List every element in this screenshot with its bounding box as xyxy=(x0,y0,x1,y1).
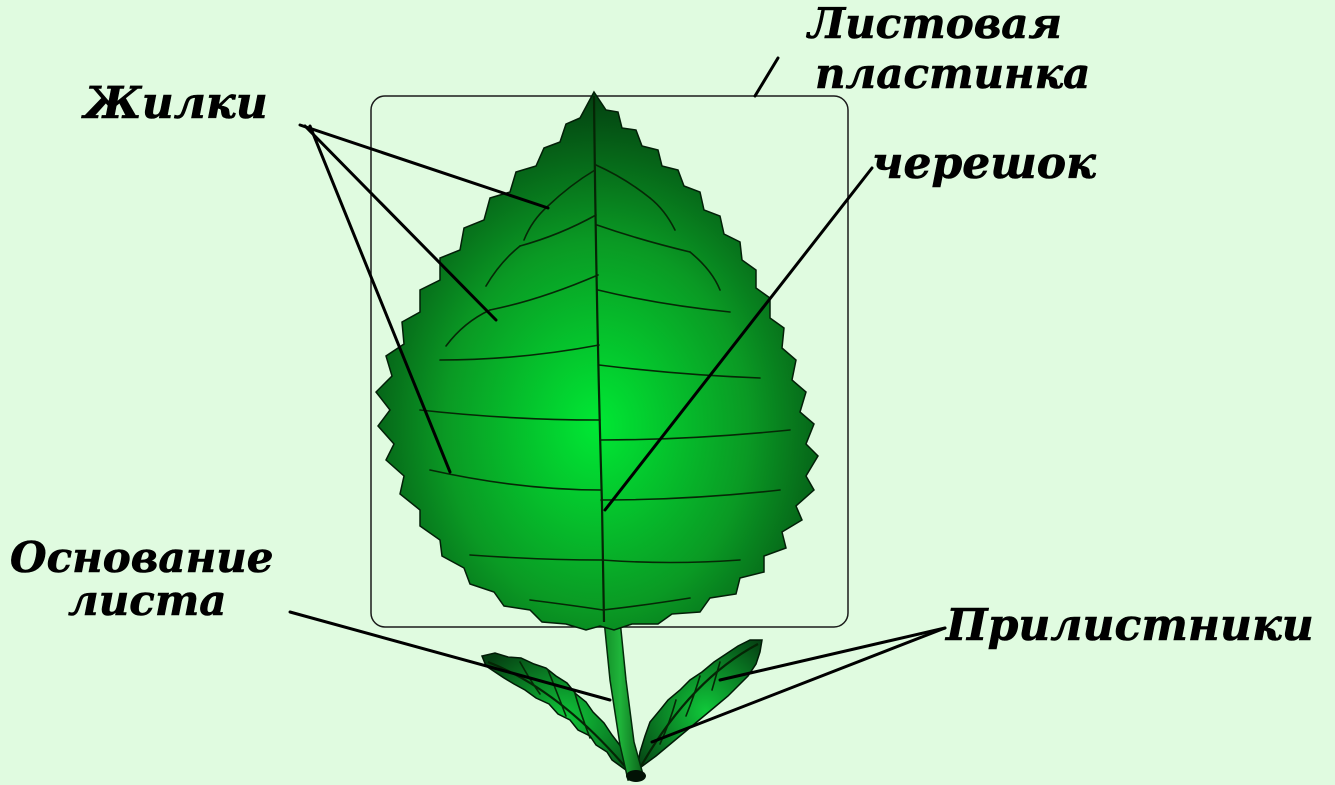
stipules-label: Прилистники xyxy=(944,600,1314,651)
veins-label: Жилки xyxy=(81,78,268,129)
base-label-line2: листа xyxy=(68,576,227,625)
pointer-veins-2 xyxy=(305,126,496,320)
blade-label-line1: Листовая xyxy=(806,0,1062,48)
base-label-line1: Основание xyxy=(10,533,273,582)
blade-label-line2: пластинка xyxy=(815,49,1090,98)
pointer-blade xyxy=(755,58,778,96)
pointer-base xyxy=(290,612,610,700)
stem-base xyxy=(626,770,646,782)
petiole-label: черешок xyxy=(872,138,1096,189)
